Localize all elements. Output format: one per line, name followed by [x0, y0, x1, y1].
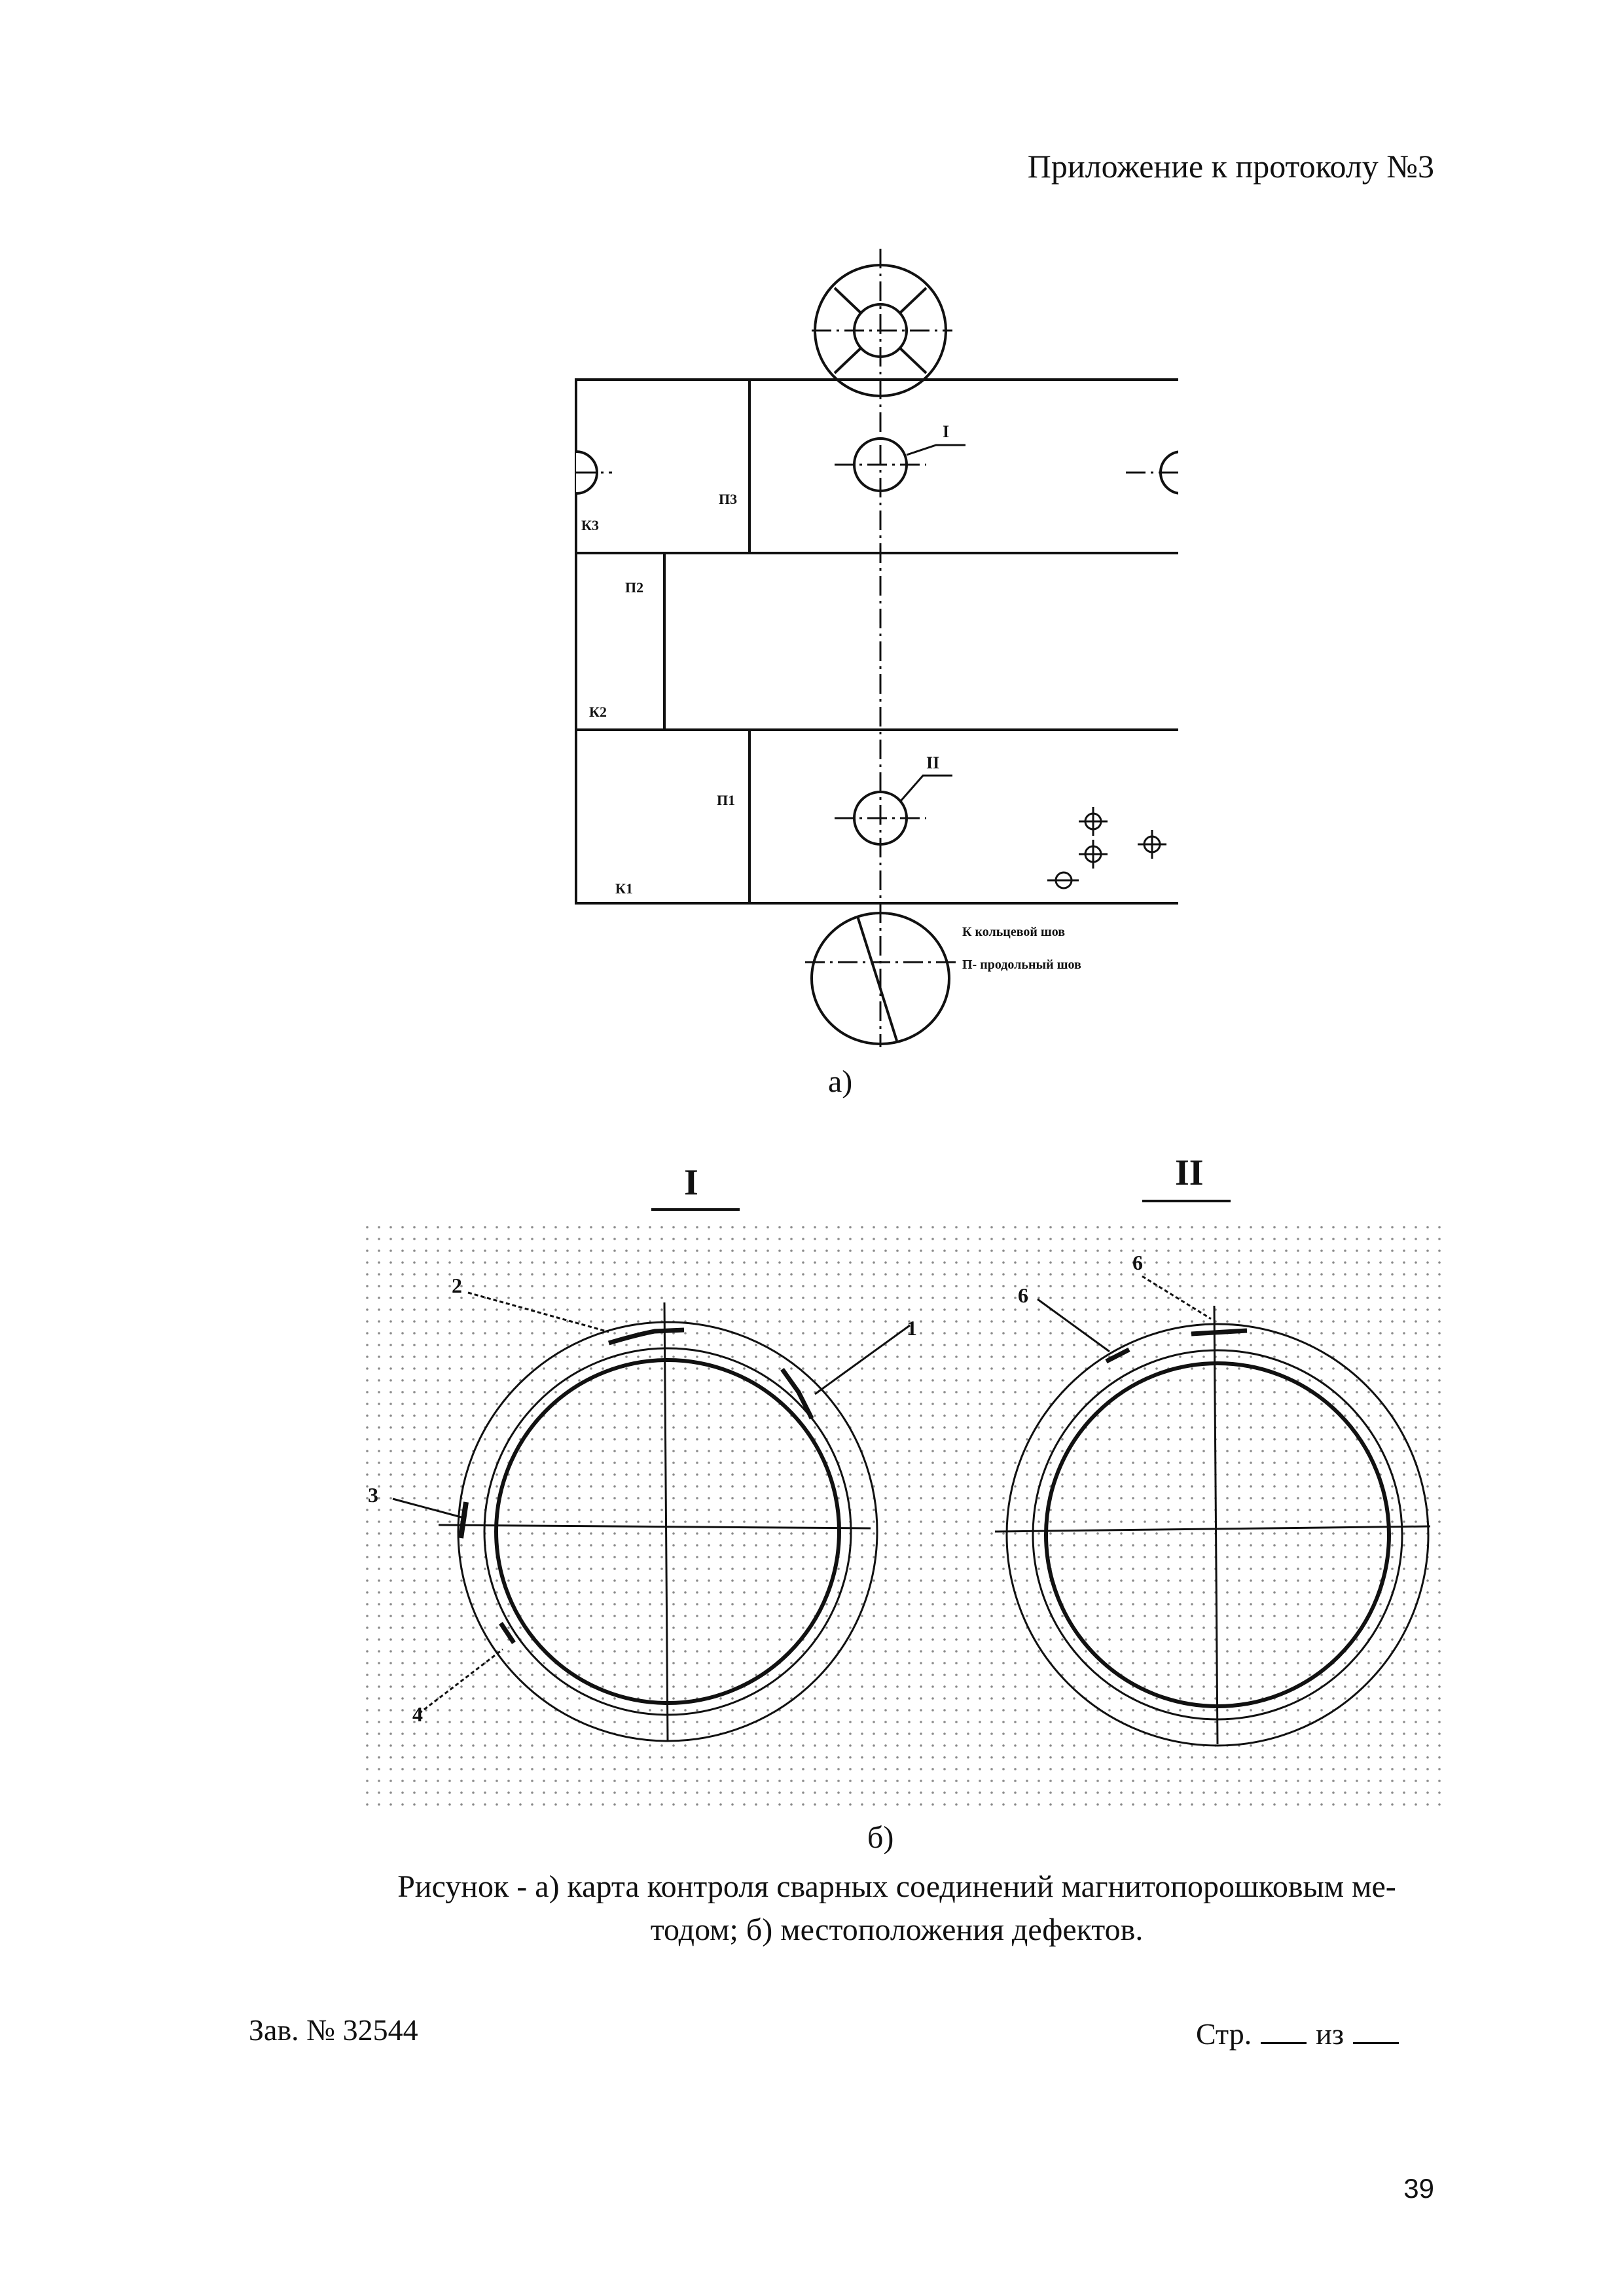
page-blank [1261, 2016, 1307, 2044]
defect-label-3: 3 [368, 1483, 378, 1507]
defect-label-6-upper: 6 [1132, 1251, 1143, 1274]
defect-label-6-lower: 6 [1018, 1283, 1028, 1307]
legend-longitudinal-weld: П- продольный шов [962, 958, 1081, 972]
label-P3: П3 [719, 491, 737, 507]
label-P2: П2 [625, 579, 643, 596]
figure-caption: Рисунок - а) карта контроля сварных соед… [340, 1865, 1453, 1952]
callout-I: I [943, 422, 949, 441]
caption-line-2: тодом; б) местоположения дефектов. [650, 1912, 1144, 1947]
shell-section-1 [575, 728, 1178, 905]
defect-label-2: 2 [452, 1274, 462, 1297]
defect-label-1: 1 [907, 1316, 917, 1340]
detail-II [994, 1275, 1431, 1747]
dotted-grid-background [357, 1224, 1447, 1810]
defect-label-4: 4 [412, 1702, 423, 1726]
shell-section-3 [575, 378, 1178, 554]
label-K3: К3 [581, 517, 599, 533]
legend-ring-weld: К кольцевой шов [962, 925, 1065, 939]
page-prefix: Стр. [1195, 2017, 1252, 2051]
label-K1: К1 [615, 880, 633, 897]
document-number: Зав. № 32544 [249, 2013, 418, 2047]
figure-b-label: б) [867, 1820, 894, 1855]
total-blank [1353, 2016, 1399, 2044]
defect-location-details: I II 2 1 3 4 [357, 1153, 1447, 1810]
page-header-title: Приложение к протоколу №3 [1027, 148, 1434, 185]
weld-inspection-map: К3 П3 П2 К2 П1 К1 I II К кольцевой шов П… [575, 249, 1178, 1047]
page-reference: Стр. из [1196, 2016, 1408, 2051]
label-K2: К2 [589, 704, 607, 720]
page-of: из [1316, 2017, 1344, 2051]
figure-a-label: а) [828, 1064, 853, 1099]
callout-II: II [926, 753, 939, 772]
detail-title-II: II [1175, 1153, 1204, 1193]
caption-line-1: Рисунок - а) карта контроля сварных соед… [397, 1869, 1396, 1904]
detail-I [392, 1291, 911, 1742]
page-number: 39 [1403, 2173, 1434, 2204]
label-P1: П1 [717, 792, 735, 808]
shell-section-2 [575, 552, 1178, 731]
detail-title-I: I [684, 1162, 698, 1203]
